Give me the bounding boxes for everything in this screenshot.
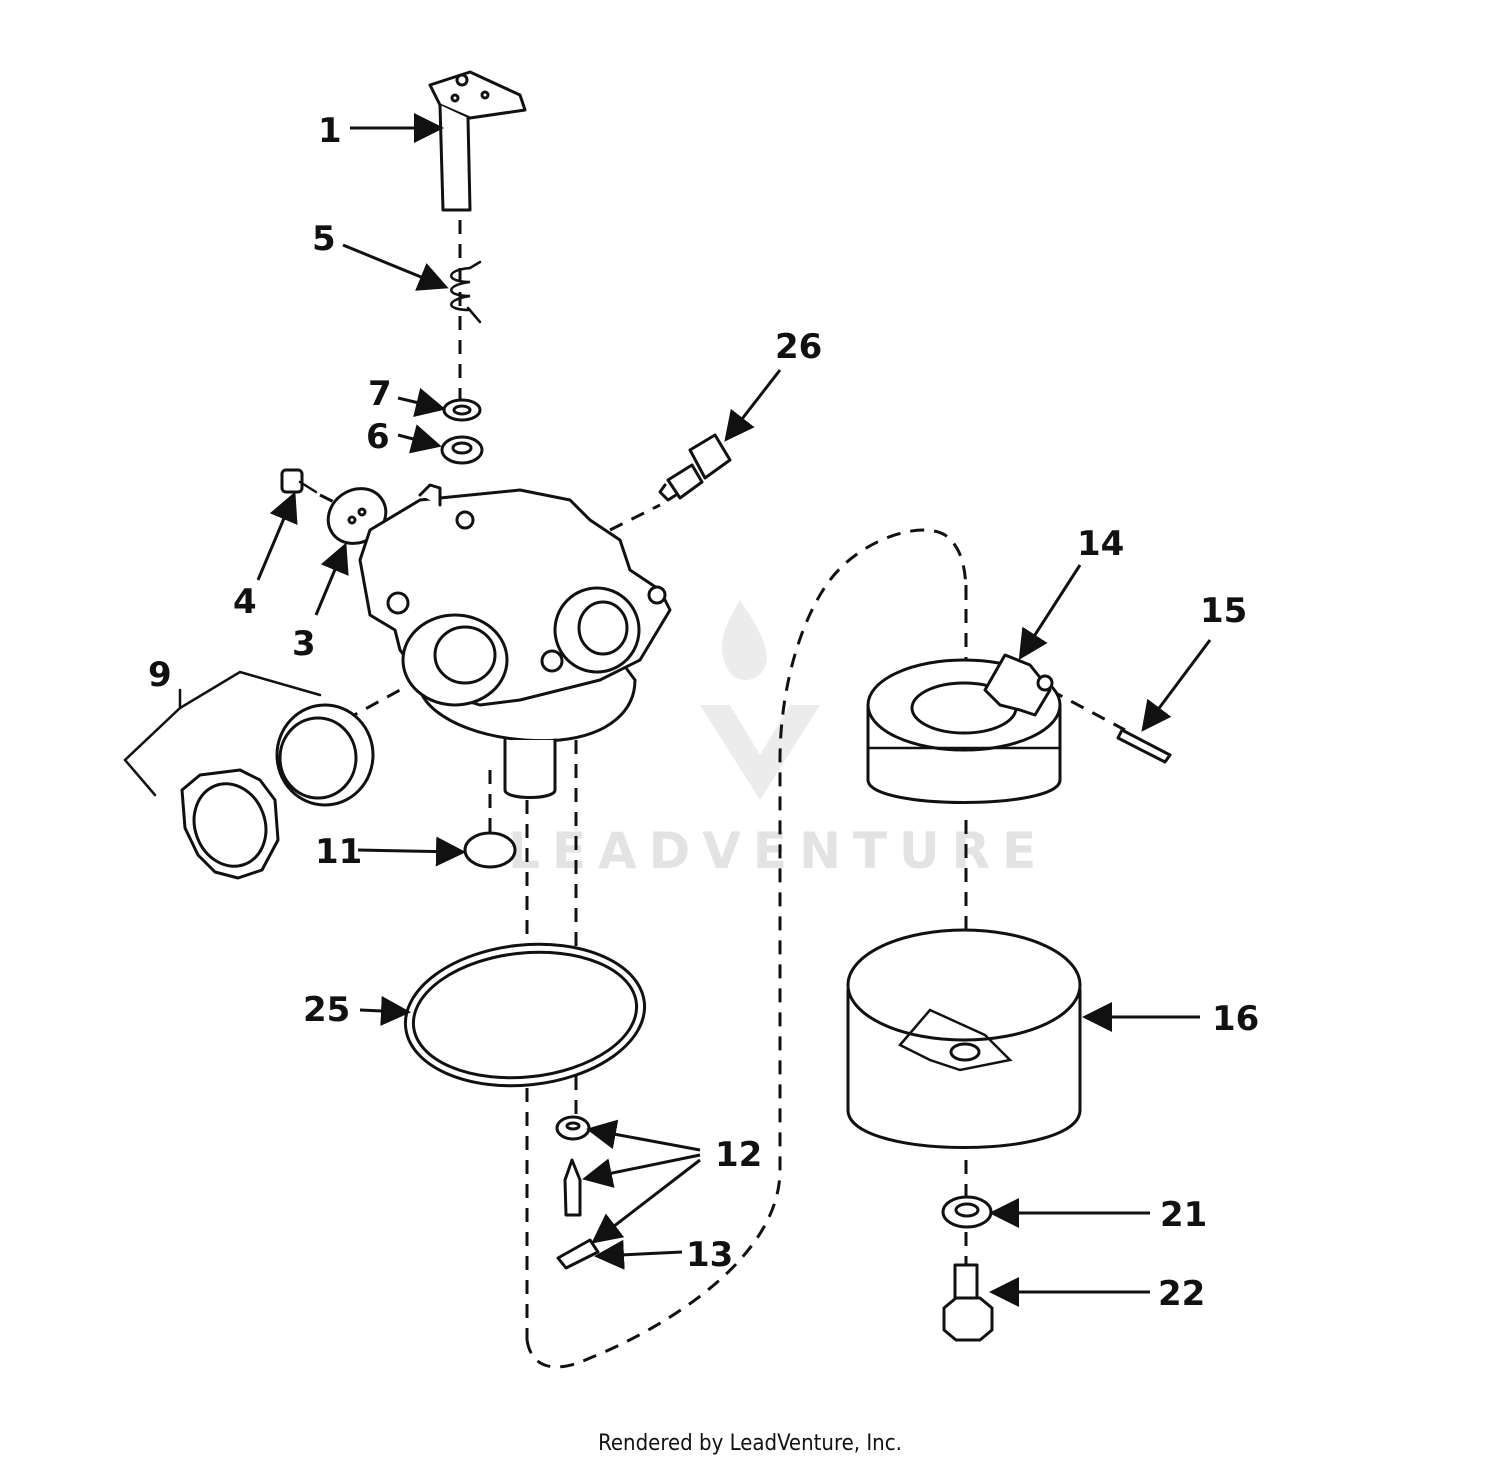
- callout-22: 22: [1158, 1274, 1205, 1314]
- part-9-primer-bulb: [180, 703, 375, 880]
- watermark-logo-icon: [700, 600, 820, 800]
- callout-6: 6: [366, 417, 390, 457]
- part-12-inlet-needle: [563, 1158, 582, 1217]
- part-21-washer: [941, 1195, 993, 1229]
- callout-1: 1: [318, 111, 342, 151]
- leader-lines: [256, 113, 1212, 1307]
- footer-credit: Rendered by LeadVenture, Inc.: [598, 1431, 902, 1456]
- part-7-seal: [442, 398, 482, 422]
- callout-7: 7: [368, 374, 392, 414]
- part-5-spring: [450, 260, 482, 324]
- part-1-throttle-shaft: [428, 70, 527, 212]
- part-13-clip: [556, 1238, 600, 1270]
- callout-11: 11: [315, 832, 362, 872]
- callout-16: 16: [1212, 999, 1259, 1039]
- part-16-float-bowl: [846, 928, 1082, 1149]
- callout-4: 4: [233, 582, 257, 622]
- callout-12: 12: [715, 1135, 762, 1175]
- carburetor-body: [358, 483, 672, 799]
- part-12-needle-seat: [555, 1115, 591, 1141]
- part-26-fitting: [658, 433, 732, 502]
- part-11-plug: [463, 831, 517, 869]
- callout-25: 25: [303, 990, 350, 1030]
- callout-3: 3: [292, 624, 316, 664]
- part-9-bracket: [123, 670, 322, 797]
- callout-21: 21: [1160, 1195, 1207, 1235]
- part-6-washer: [440, 435, 484, 465]
- part-22-bowl-bolt: [942, 1263, 994, 1342]
- part-15-float-pin: [1116, 728, 1172, 764]
- callout-5: 5: [312, 219, 336, 259]
- watermark-text: LEADVENTURE: [508, 822, 1048, 880]
- part-14-float: [866, 653, 1062, 804]
- part-4-screw: [280, 468, 318, 494]
- callout-9: 9: [148, 655, 172, 695]
- callout-15: 15: [1200, 591, 1247, 631]
- part-25-gasket: [403, 942, 647, 1088]
- callout-13: 13: [686, 1235, 733, 1275]
- callout-26: 26: [775, 327, 822, 367]
- callout-14: 14: [1077, 524, 1124, 564]
